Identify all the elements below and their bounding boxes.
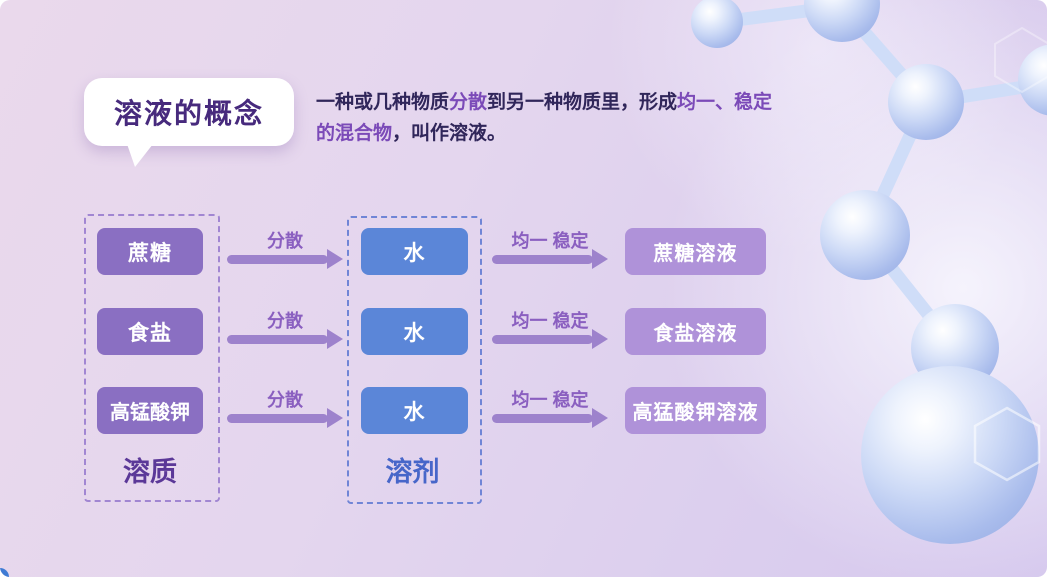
molecule-sphere	[820, 190, 910, 280]
molecule-sphere	[911, 304, 999, 392]
definition-text: 一种或几种物质分散到另一种物质里，形成均一、稳定 的混合物，叫作溶液。	[316, 87, 772, 149]
molecule-sphere	[1018, 44, 1047, 116]
solute-box-permanganate: 高锰酸钾	[97, 387, 203, 434]
solution-box-permanganate: 高猛酸钾溶液	[625, 387, 766, 434]
uniform-stable-arrow: 均一 稳定	[492, 389, 608, 428]
page-title: 溶液的概念	[113, 98, 264, 129]
definition-highlight: 均一、稳定	[677, 92, 773, 113]
solute-box-salt: 食盐	[97, 308, 203, 355]
solute-group-outline	[84, 214, 220, 502]
arrow-icon	[227, 249, 343, 269]
solvent-box-water: 水	[361, 387, 468, 434]
disperse-arrow-label: 分散	[267, 390, 303, 410]
arrow-icon	[227, 408, 343, 428]
solute-group-label: 溶质	[123, 457, 177, 487]
definition-highlight: 分散	[449, 92, 488, 113]
solute-box-sucrose: 蔗糖	[97, 228, 203, 275]
arrow-icon	[492, 249, 608, 269]
uniform-stable-arrow: 均一 稳定	[492, 230, 608, 269]
disperse-arrow-label: 分散	[267, 231, 303, 251]
solvent-group-label: 溶剂	[385, 457, 440, 487]
solution-box-sucrose: 蔗糖溶液	[625, 228, 766, 275]
solvent-box-water: 水	[361, 308, 468, 355]
title-bubble-tail	[127, 144, 153, 167]
definition-line-1: 一种或几种物质分散到另一种物质里，形成均一、稳定	[316, 87, 772, 118]
molecule-sphere	[804, 0, 880, 42]
solution-box-salt: 食盐溶液	[625, 308, 766, 355]
definition-highlight: 的混合物	[316, 123, 393, 144]
title-bubble: 溶液的概念	[84, 78, 294, 146]
solvent-box-water: 水	[361, 228, 468, 275]
disperse-arrow-label: 分散	[267, 311, 303, 331]
definition-segment: 到另一种物质里，形成	[487, 92, 678, 113]
molecule-sphere	[888, 64, 964, 140]
disperse-arrow: 分散	[227, 389, 343, 428]
arrow-icon	[227, 329, 343, 349]
molecule-sphere	[861, 366, 1039, 544]
uniform-stable-arrow-label: 均一 稳定	[511, 311, 589, 331]
molecule-bond	[942, 347, 961, 456]
solvent-group-outline	[347, 216, 482, 504]
definition-segment: 一种或几种物质	[316, 92, 450, 113]
disperse-arrow: 分散	[227, 230, 343, 269]
molecule-bond	[715, 0, 843, 29]
definition-line-2: 的混合物，叫作溶液。	[316, 118, 772, 149]
molecule-bond	[836, 2, 932, 107]
molecule-bond	[860, 231, 960, 352]
uniform-stable-arrow: 均一 稳定	[492, 310, 608, 349]
molecule-sphere	[691, 0, 743, 48]
molecule-bond	[858, 99, 932, 238]
uniform-stable-arrow-label: 均一 稳定	[511, 390, 589, 410]
arrow-icon	[492, 329, 608, 349]
arrow-icon	[492, 408, 608, 428]
definition-segment: ，叫作溶液。	[392, 123, 507, 144]
hexagon-outline-decoration	[973, 26, 1047, 482]
uniform-stable-arrow-label: 均一 稳定	[511, 231, 589, 251]
disperse-arrow: 分散	[227, 310, 343, 349]
corner-decoration	[0, 568, 9, 577]
molecule-bond	[924, 76, 1047, 109]
